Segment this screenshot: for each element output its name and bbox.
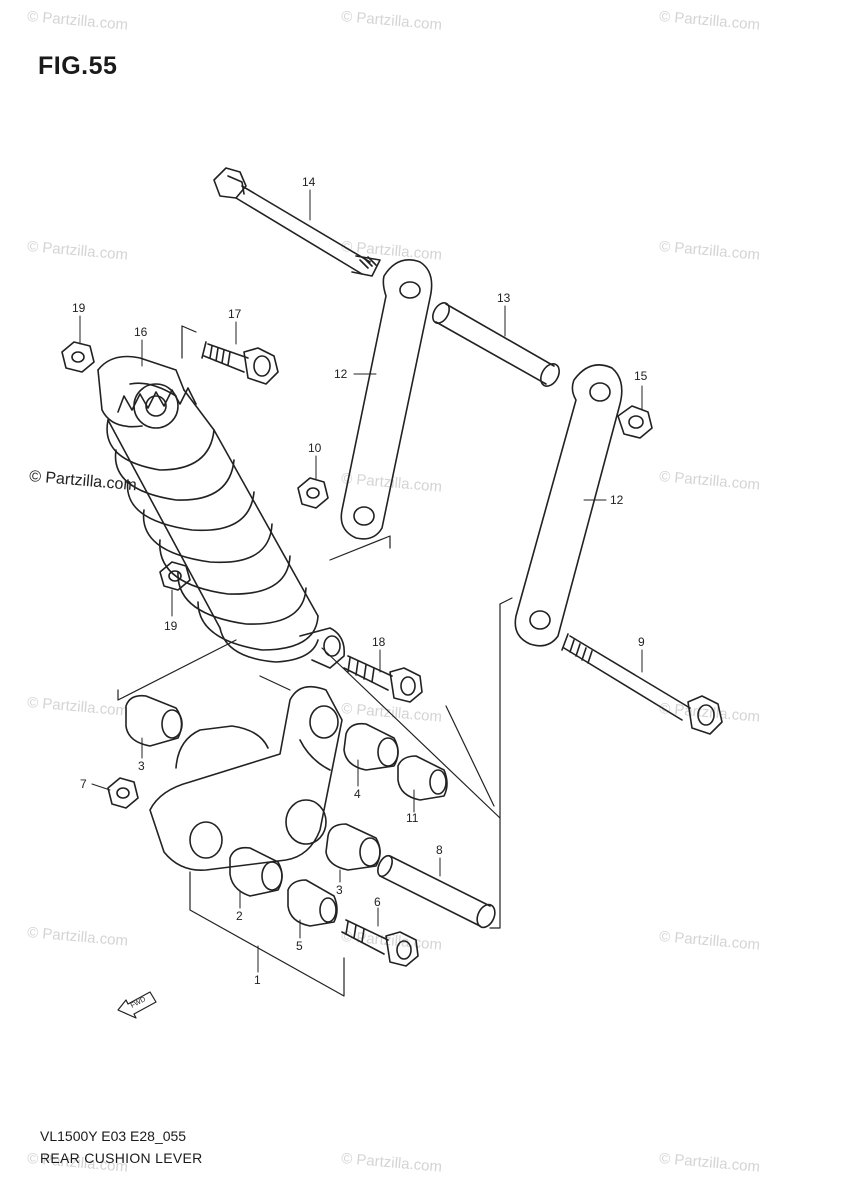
callout-14: 14 — [302, 175, 316, 189]
part-3-bushing-lower — [325, 823, 381, 871]
callout-3: 3 — [336, 883, 343, 897]
assembly-guide-lines — [117, 325, 513, 997]
figure-code: VL1500Y E03 E28_055 — [40, 1128, 187, 1144]
callout-11: 11 — [406, 811, 419, 825]
figure-title: FIG.55 — [38, 52, 118, 80]
part-4-bushing — [343, 722, 399, 771]
part-8-sleeve — [377, 854, 496, 929]
part-19-nut-top — [61, 341, 95, 373]
part-10-nut — [297, 477, 329, 509]
callout-4: 4 — [354, 787, 361, 801]
callout-6: 6 — [374, 895, 381, 909]
part-11-sleeve — [397, 755, 448, 801]
figure-name: REAR CUSHION LEVER — [40, 1150, 203, 1166]
callout-18: 18 — [372, 635, 386, 649]
callout-3: 3 — [138, 759, 145, 773]
callout-19: 19 — [72, 301, 86, 315]
callout-2: 2 — [236, 909, 243, 923]
callout-13: 13 — [497, 291, 511, 305]
part-16-shock-absorber — [97, 355, 346, 669]
part-17-bolt — [201, 341, 279, 385]
callout-16: 16 — [134, 325, 148, 339]
part-9-bolt — [561, 633, 723, 735]
part-3-bushing-left — [125, 694, 183, 747]
callout-17: 17 — [228, 307, 242, 321]
callout-12: 12 — [334, 367, 348, 381]
callout-9: 9 — [638, 635, 645, 649]
part-19-nut-bottom — [159, 561, 191, 591]
callout-leaders — [79, 189, 643, 973]
part-12-link-left — [340, 259, 433, 540]
callout-5: 5 — [296, 939, 303, 953]
part-5-sleeve — [287, 879, 338, 927]
callout-8: 8 — [436, 843, 443, 857]
callout-12: 12 — [610, 493, 624, 507]
callout-labels: 14 13 12 15 19 16 17 12 10 12 19 18 9 3 … — [72, 175, 648, 987]
callout-19: 19 — [164, 619, 178, 633]
callout-10: 10 — [308, 441, 322, 455]
part-6-bolt — [341, 919, 419, 967]
part-13-sleeve — [432, 302, 560, 387]
part-15-nut — [617, 405, 653, 439]
fwd-arrow-icon: FWD — [117, 991, 157, 1019]
part-1-cushion-lever — [149, 685, 343, 871]
callout-7: 7 — [80, 777, 87, 791]
part-12-link-right — [514, 364, 623, 647]
part-18-bolt — [343, 655, 423, 703]
part-2-bushing — [229, 846, 283, 897]
part-7-nut — [107, 777, 139, 809]
part-14-bolt — [213, 167, 381, 277]
callout-1: 1 — [254, 973, 261, 987]
callout-15: 15 — [634, 369, 648, 383]
